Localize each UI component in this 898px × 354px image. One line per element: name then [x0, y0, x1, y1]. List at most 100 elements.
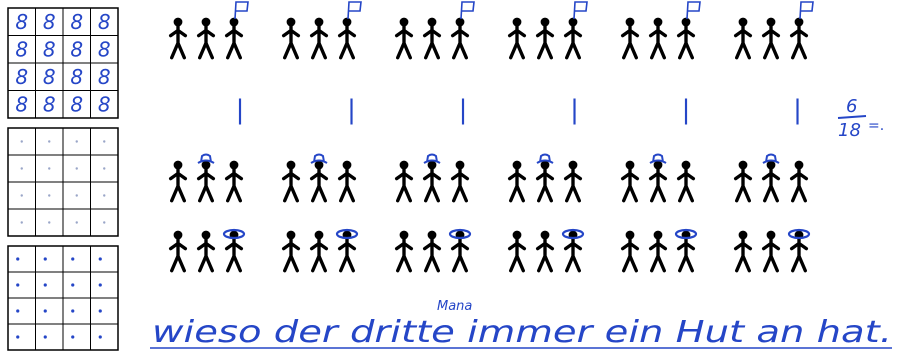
figure-group-6	[736, 2, 813, 58]
figure-group-4	[510, 230, 583, 271]
figure-body	[566, 26, 581, 57]
figure-body	[340, 169, 355, 201]
grid-cell-mark: 8	[70, 65, 83, 89]
tally-mark: |	[459, 95, 468, 125]
figure-group-3	[397, 155, 468, 201]
grid-cell-dot	[71, 283, 74, 286]
figure-group-5	[623, 155, 694, 201]
stick-figure	[679, 161, 694, 201]
stick-figure	[397, 18, 412, 58]
figure-body	[651, 169, 666, 201]
stick-figure	[510, 231, 525, 271]
figure-body	[623, 169, 638, 201]
figure-body	[510, 26, 525, 57]
figure-body	[340, 239, 355, 271]
handwritten-note: Mana wieso der dritte immer ein Hut an h…	[150, 299, 892, 350]
grid-cell-dot	[76, 167, 78, 169]
figure-body	[312, 239, 327, 271]
grid-cell-dot	[16, 335, 19, 338]
grid-cell-mark: 8	[15, 65, 28, 89]
figure-group-2	[284, 2, 361, 58]
tally-row: ||||||	[236, 95, 802, 125]
figure-body	[764, 239, 779, 271]
stick-figure	[510, 18, 525, 58]
figure-body	[510, 169, 525, 201]
stick-figure	[397, 231, 412, 271]
figure-body	[764, 169, 779, 201]
grid-cell-dot	[103, 221, 105, 223]
grid-cell-dot	[103, 140, 105, 142]
figure-group-1	[171, 2, 248, 58]
grid-cell-dot	[21, 194, 23, 196]
stick-figure	[651, 161, 666, 201]
figure-body	[566, 239, 581, 271]
figure-body	[792, 239, 807, 271]
grid-cell-dot	[99, 309, 102, 312]
grid-cell-dot	[16, 283, 19, 286]
figure-body	[199, 169, 214, 201]
stick-figure	[425, 231, 440, 271]
figure-body	[171, 26, 186, 57]
grid-cell-dot	[99, 257, 102, 260]
note-sentence: wieso der dritte immer ein Hut an hat.	[152, 315, 892, 350]
figure-body	[199, 239, 214, 271]
figure-body	[736, 26, 751, 57]
figure-body	[227, 239, 242, 271]
stick-figure	[764, 231, 779, 271]
stick-figure	[284, 161, 299, 201]
grid-cell-mark: 8	[15, 37, 28, 61]
stick-figure	[199, 231, 214, 271]
grid-cell-dot	[76, 194, 78, 196]
stick-figure	[227, 161, 242, 201]
grid-cell-dot	[16, 309, 19, 312]
figure-body	[227, 169, 242, 201]
figure-body	[792, 26, 807, 57]
flag-accessory	[235, 2, 248, 19]
grid-cell-mark: 8	[70, 37, 83, 61]
grid-cell-dot	[16, 257, 19, 260]
figure-body	[679, 239, 694, 271]
stick-figure	[340, 161, 355, 201]
figure-body	[679, 26, 694, 57]
figure-group-3	[397, 2, 474, 58]
grid-cell-mark: 8	[43, 37, 56, 61]
figure-body	[510, 239, 525, 271]
fraction-numerator: 6	[846, 96, 857, 117]
tally-mark: |	[236, 95, 245, 125]
figure-body	[171, 239, 186, 271]
stick-figure	[397, 161, 412, 201]
figure-body	[453, 239, 468, 271]
stick-figure	[199, 18, 214, 58]
figure-group-6	[736, 230, 809, 271]
stick-figure	[312, 18, 327, 58]
figure-body	[397, 239, 412, 271]
grid-cell-mark: 8	[98, 10, 111, 34]
grid-cell-dot	[48, 221, 50, 223]
stick-figure	[425, 161, 440, 201]
stick-figure	[764, 161, 779, 201]
flag-accessory	[574, 2, 587, 19]
stick-figure	[171, 18, 186, 58]
figure-body	[312, 169, 327, 201]
fraction-bar	[838, 116, 866, 118]
figure-body	[284, 239, 299, 271]
stick-figure	[736, 161, 751, 201]
figure-group-3	[397, 230, 470, 271]
grid-cell-dot	[44, 257, 47, 260]
stick-figure	[736, 231, 751, 271]
figure-body	[453, 26, 468, 57]
grid-cell-mark: 8	[70, 10, 83, 34]
grid-cell-mark: 8	[15, 10, 28, 34]
figure-body	[340, 26, 355, 57]
grid-cell-dot	[44, 309, 47, 312]
figure-body	[453, 169, 468, 201]
figure-body	[538, 26, 553, 57]
stick-figure	[171, 161, 186, 201]
figure-body	[792, 169, 807, 201]
figure-body	[679, 169, 694, 201]
figure-body	[623, 26, 638, 57]
figure-group-5	[623, 2, 700, 58]
figure-body	[199, 26, 214, 57]
grid-cell-dot	[48, 167, 50, 169]
